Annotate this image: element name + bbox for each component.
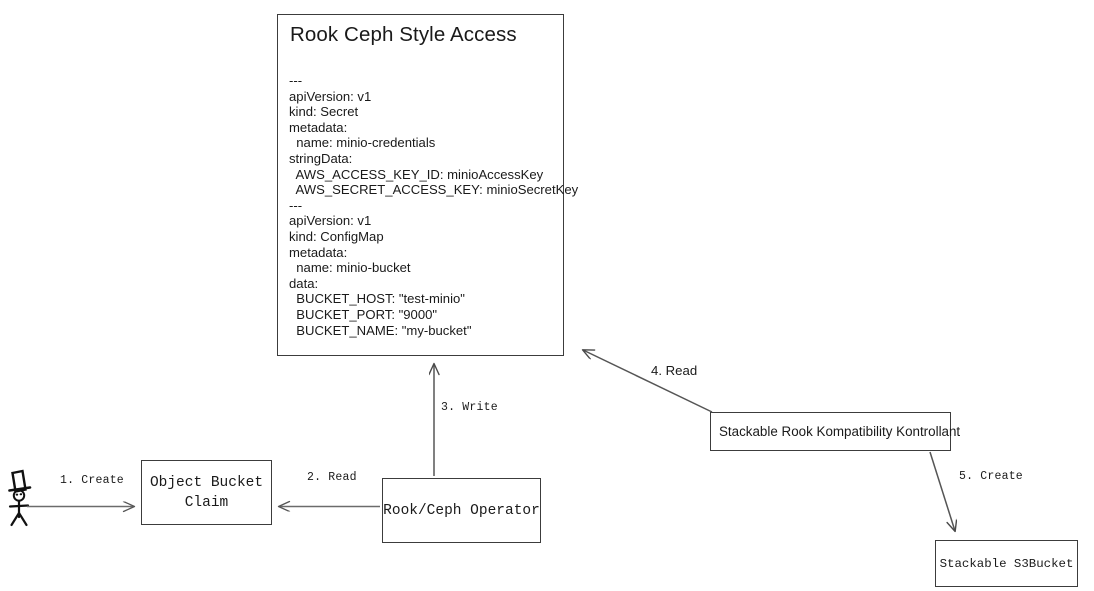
yaml-line: AWS_ACCESS_KEY_ID: minioAccessKey xyxy=(289,166,544,182)
yaml-line: --- xyxy=(289,73,303,88)
yaml-line: apiVersion: v1 xyxy=(289,213,372,229)
yaml-line: metadata: xyxy=(289,244,348,260)
node-stackable-s3bucket-label: Stackable S3Bucket xyxy=(939,556,1074,571)
yaml-line: BUCKET_NAME: "my-bucket" xyxy=(289,322,472,338)
node-stackable-controller-label: Stackable Rook Kompatibility Kontrollant xyxy=(719,424,961,439)
edge-label-5-create: 5. Create xyxy=(959,470,1023,483)
yaml-line: kind: Secret xyxy=(289,104,359,120)
edge-label-4-read: 4. Read xyxy=(651,363,698,378)
node-rook-ceph-operator[interactable]: Rook/Ceph Operator xyxy=(382,478,541,543)
yaml-line: apiVersion: v1 xyxy=(289,88,372,104)
edge-arrow-5-create xyxy=(929,451,955,531)
yaml-card-title: Rook Ceph Style Access xyxy=(290,23,517,46)
yaml-manifest-card[interactable]: Rook Ceph Style Access ---apiVersion: v1… xyxy=(277,14,579,356)
yaml-line: --- xyxy=(289,197,303,213)
edge-label-1-create: 1. Create xyxy=(60,474,124,487)
node-stackable-s3bucket[interactable]: Stackable S3Bucket xyxy=(935,540,1078,587)
actor-stick-figure-icon xyxy=(8,469,32,527)
node-rook-ceph-operator-label: Rook/Ceph Operator xyxy=(383,502,540,519)
yaml-line: name: minio-bucket xyxy=(289,260,411,276)
yaml-line: kind: ConfigMap xyxy=(289,228,384,244)
yaml-line: name: minio-credentials xyxy=(289,135,436,151)
yaml-line: AWS_SECRET_ACCESS_KEY: minioSecretKey xyxy=(289,182,579,198)
yaml-line: BUCKET_HOST: "test-minio" xyxy=(289,291,465,307)
yaml-line: metadata: xyxy=(289,119,348,135)
yaml-line: data: xyxy=(289,275,319,291)
node-object-bucket-claim-label: Object Bucket Claim xyxy=(149,474,264,511)
edge-label-3-write: 3. Write xyxy=(441,401,498,414)
node-stackable-rook-kompatibility-kontrollant[interactable]: Stackable Rook Kompatibility Kontrollant xyxy=(710,412,961,451)
node-object-bucket-claim[interactable]: Object Bucket Claim xyxy=(141,460,272,525)
yaml-line: BUCKET_PORT: "9000" xyxy=(289,306,438,322)
yaml-line: stringData: xyxy=(289,150,353,166)
edge-arrow-4-read xyxy=(583,350,713,413)
edge-label-2-read: 2. Read xyxy=(307,471,357,484)
